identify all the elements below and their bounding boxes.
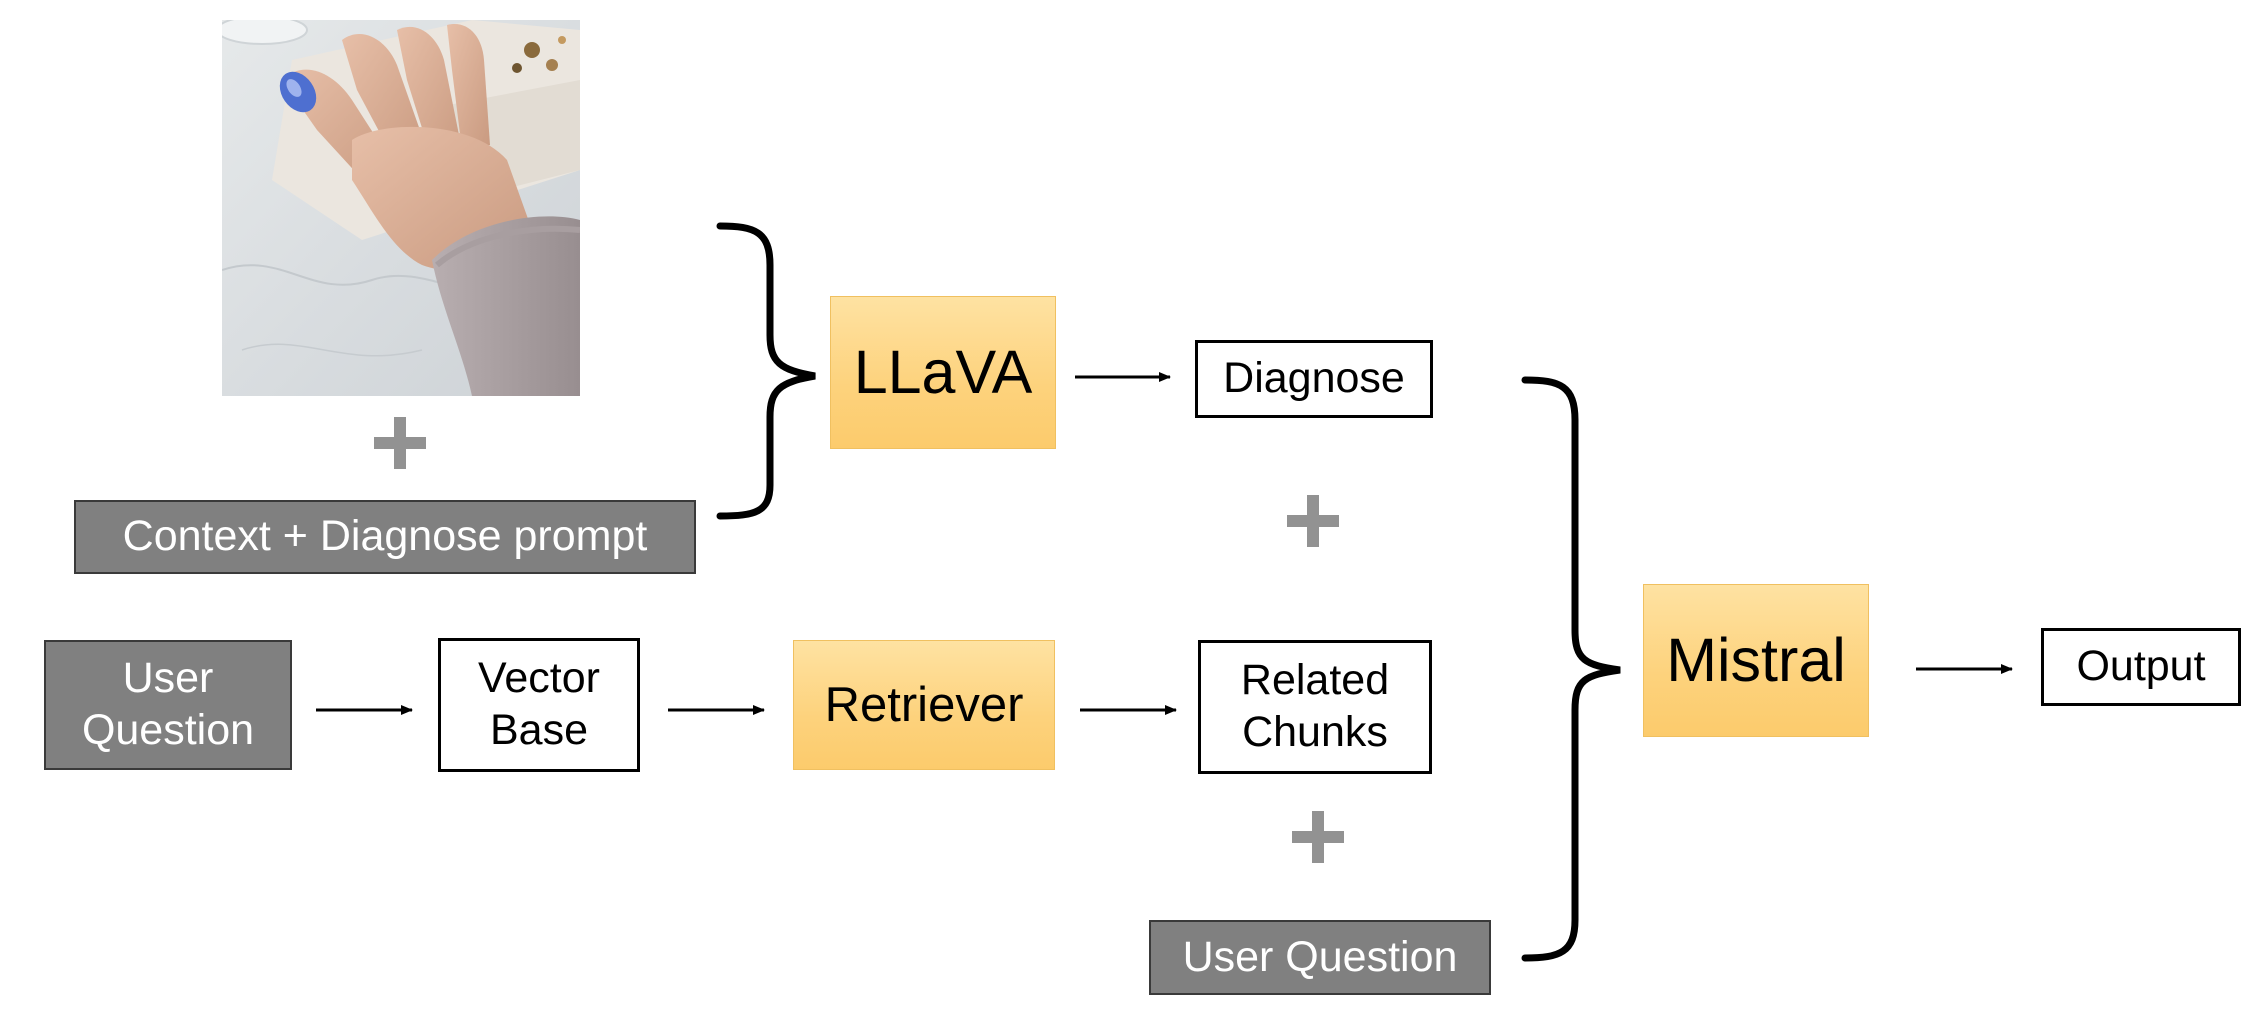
related-chunks-label: Related Chunks [1240,656,1390,756]
plus-icon-chunks [1292,811,1344,863]
related-chunks-box: Related Chunks [1198,640,1432,774]
input-photo [222,20,580,396]
diagnose-box: Diagnose [1195,340,1433,418]
retriever-box: Retriever [793,640,1055,770]
user-question-bottom-box: User Question [1149,920,1491,995]
output-label: Output [2076,642,2206,691]
retriever-label: Retriever [824,677,1024,732]
diagnose-label: Diagnose [1223,354,1405,403]
llava-label: LLaVA [853,337,1033,406]
user-question-bottom-label: User Question [1182,932,1458,981]
context-prompt-label: Context + Diagnose prompt [122,512,648,561]
user-question-left-label: User Question [81,654,255,754]
mistral-box: Mistral [1643,584,1869,737]
brace-mistral-inputs [1521,376,1621,962]
user-question-left-box: User Question [44,640,292,770]
context-prompt-box: Context + Diagnose prompt [74,500,696,574]
output-box: Output [2041,628,2241,706]
vector-base-label: Vector Base [478,654,600,754]
mistral-label: Mistral [1666,625,1846,694]
vector-base-box: Vector Base [438,638,640,772]
hand-photo-icon [222,20,580,396]
plus-icon-image [374,417,426,469]
brace-llava-inputs [716,222,816,520]
plus-icon-diagnose [1287,495,1339,547]
llava-box: LLaVA [830,296,1056,449]
